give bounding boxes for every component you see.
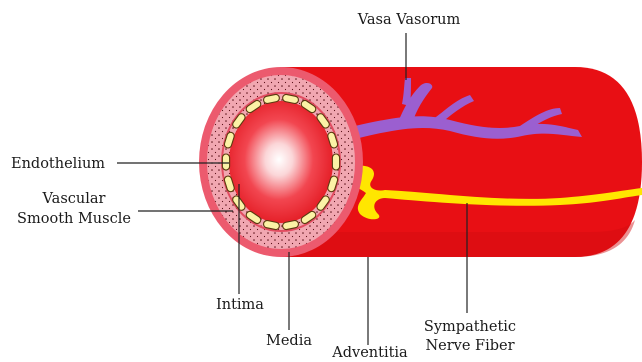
vessel-cross-section bbox=[199, 67, 363, 257]
intima-label: Intima bbox=[216, 297, 264, 313]
sympathetic-nerve-label-line1: Sympathetic bbox=[424, 319, 516, 335]
adventitia-label: Adventitia bbox=[331, 345, 408, 361]
vascular-smooth-muscle-label-line1: Vascular bbox=[42, 191, 106, 207]
media-label: Media bbox=[266, 333, 312, 349]
vasa-vasorum-label: Vasa Vasorum bbox=[357, 12, 461, 28]
endothelium-label: Endothelium bbox=[11, 156, 105, 172]
endothelial-cell bbox=[332, 154, 339, 170]
endothelial-cell bbox=[222, 154, 229, 170]
vascular-smooth-muscle-label-line2: Smooth Muscle bbox=[17, 211, 131, 227]
sympathetic-nerve-label-line2: Nerve Fiber bbox=[425, 338, 514, 354]
